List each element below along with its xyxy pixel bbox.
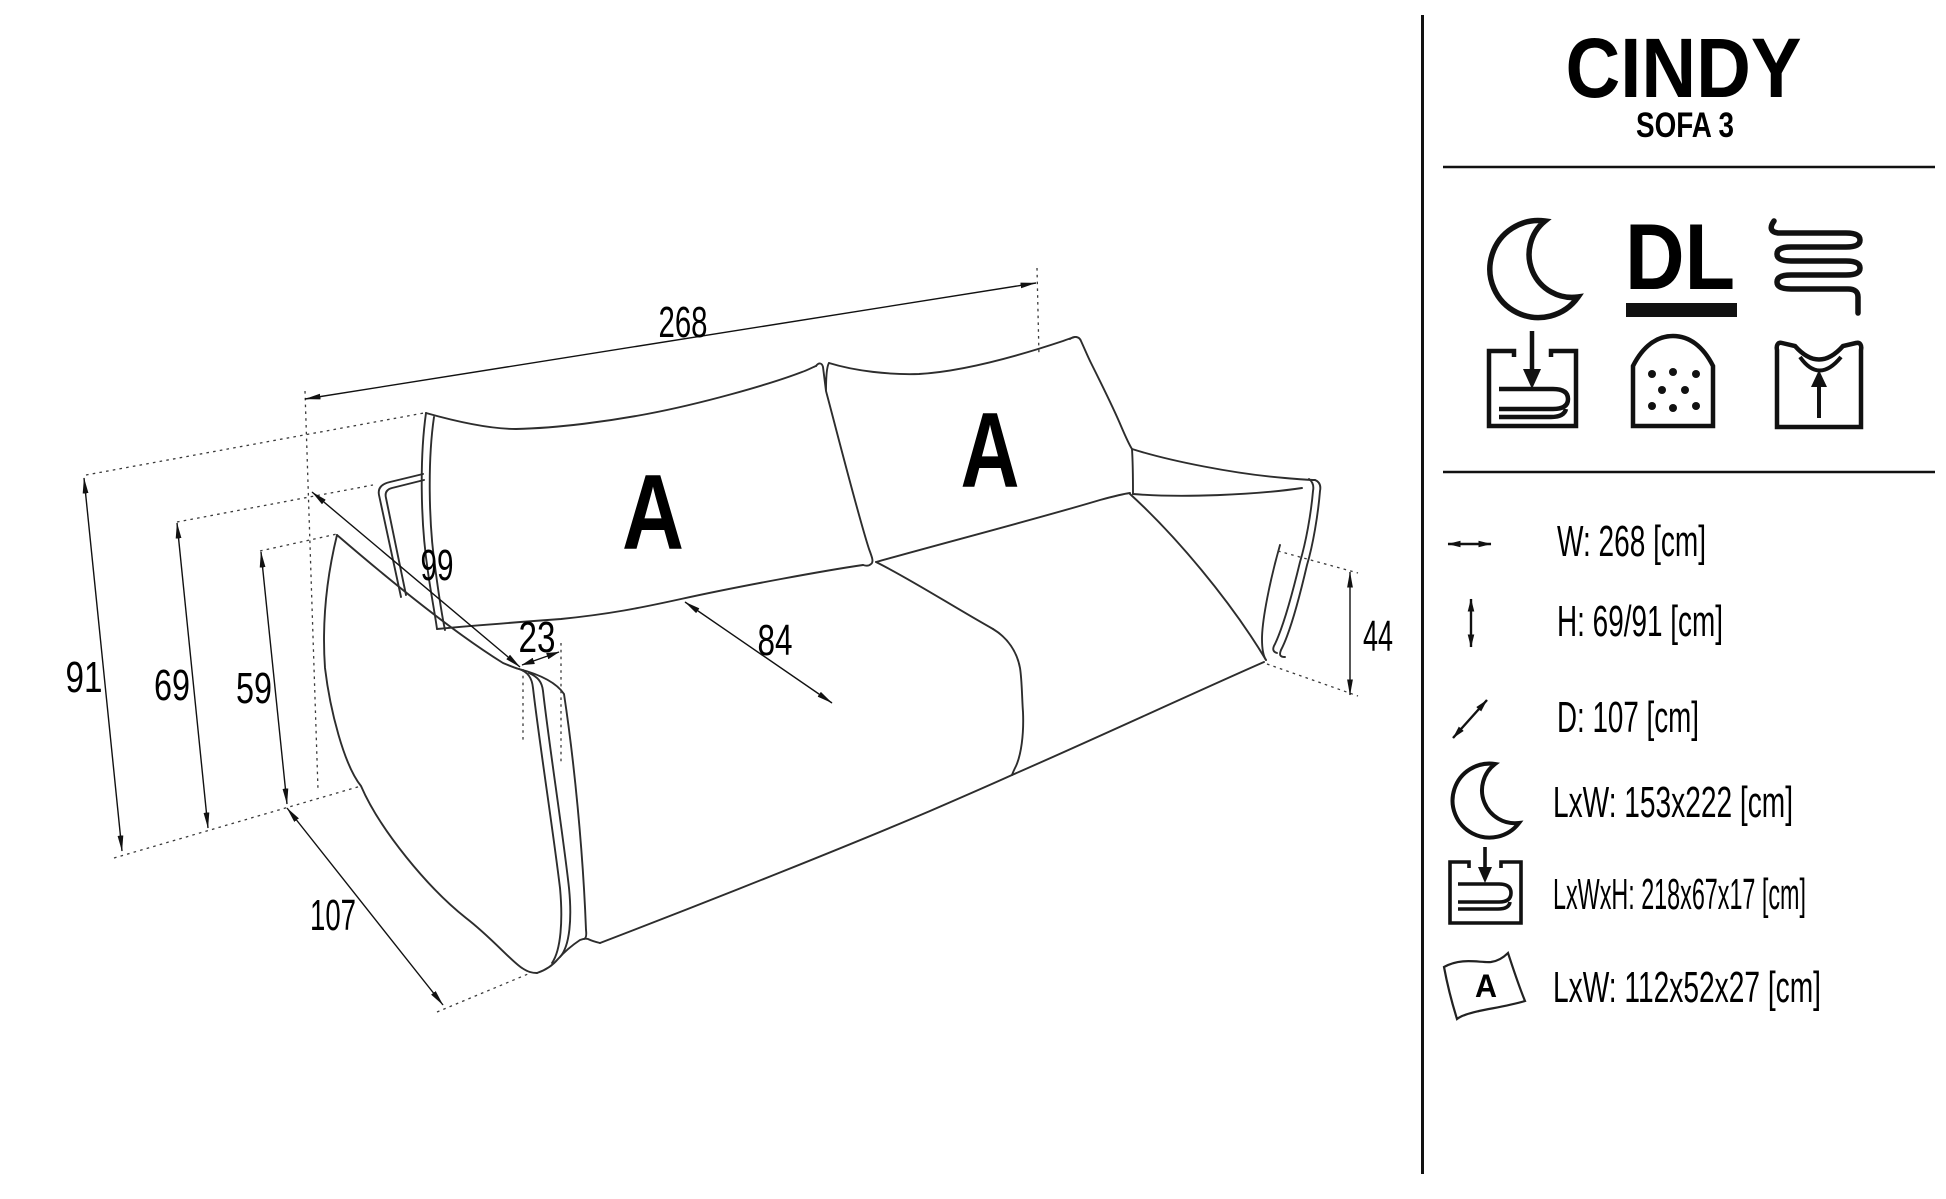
svg-text:84: 84 <box>758 616 793 665</box>
svg-text:LxWxH: 218x67x17 [cm]: LxWxH: 218x67x17 [cm] <box>1553 870 1806 919</box>
svg-text:LxW: 112x52x27 [cm]: LxW: 112x52x27 [cm] <box>1553 963 1821 1012</box>
svg-text:268: 268 <box>659 298 708 347</box>
svg-text:A: A <box>622 452 684 572</box>
svg-text:59: 59 <box>236 664 272 713</box>
svg-text:69: 69 <box>154 661 190 710</box>
svg-text:DL: DL <box>1625 204 1735 309</box>
svg-text:99: 99 <box>421 541 454 590</box>
svg-text:A: A <box>961 390 1020 510</box>
svg-text:107: 107 <box>310 891 356 940</box>
svg-text:D: 107 [cm]: D: 107 [cm] <box>1557 693 1699 742</box>
svg-text:H: 69/91 [cm]: H: 69/91 [cm] <box>1557 597 1723 646</box>
svg-text:W: 268 [cm]: W: 268 [cm] <box>1557 517 1706 566</box>
svg-text:CINDY: CINDY <box>1566 21 1802 115</box>
svg-text:44: 44 <box>1363 612 1393 661</box>
svg-text:SOFA 3: SOFA 3 <box>1636 106 1734 145</box>
svg-text:A: A <box>1475 968 1497 1004</box>
svg-text:23: 23 <box>519 613 556 662</box>
svg-text:91: 91 <box>66 653 103 702</box>
svg-text:LxW: 153x222 [cm]: LxW: 153x222 [cm] <box>1553 778 1793 827</box>
